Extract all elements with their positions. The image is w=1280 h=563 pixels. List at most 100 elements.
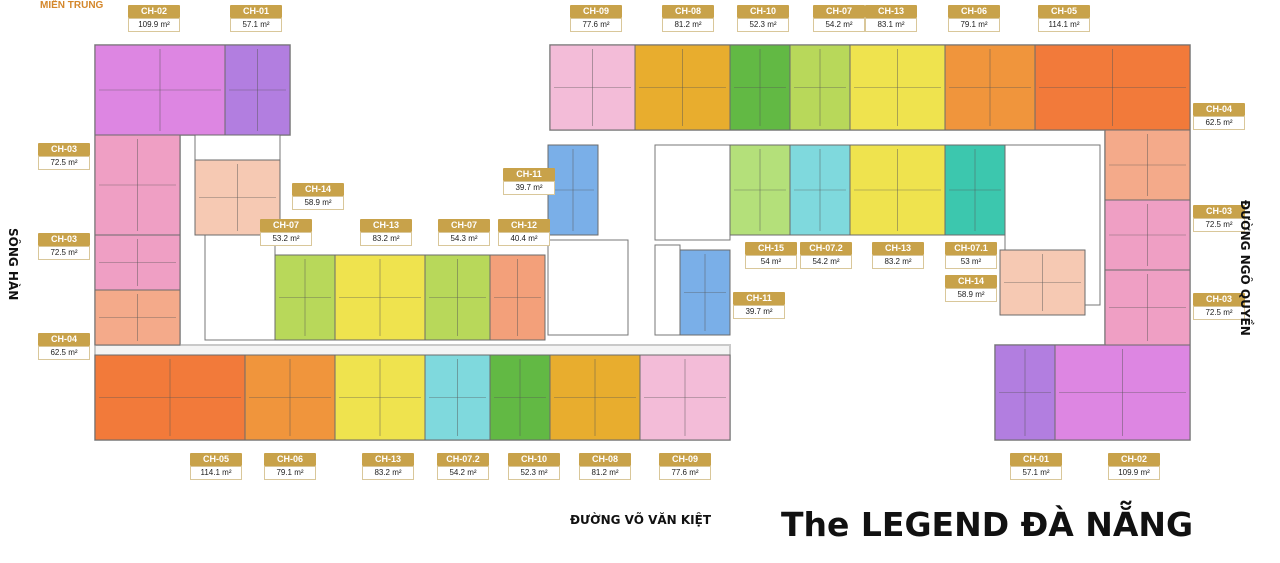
unit-area: 53 m² bbox=[945, 255, 997, 269]
unit-area: 81.2 m² bbox=[662, 18, 714, 32]
unit-code: CH-01 bbox=[230, 5, 282, 18]
unit-area: 114.1 m² bbox=[190, 466, 242, 480]
unit-ch-13 bbox=[334, 354, 426, 441]
unit-area: 52.3 m² bbox=[737, 18, 789, 32]
unit-ch-15 bbox=[729, 144, 791, 236]
street-label-left: SÔNG HÀN bbox=[6, 228, 20, 301]
unit-ch-03 bbox=[94, 134, 181, 236]
unit-ch-13 bbox=[849, 144, 946, 236]
unit-area: 77.6 m² bbox=[659, 466, 711, 480]
unit-ch-05 bbox=[1034, 44, 1191, 131]
unit-area: 52.3 m² bbox=[508, 466, 560, 480]
unit-ch-07 bbox=[274, 254, 336, 341]
unit-area: 54.2 m² bbox=[813, 18, 865, 32]
unit-code: CH-05 bbox=[1038, 5, 1090, 18]
unit-code: CH-02 bbox=[1108, 453, 1160, 466]
unit-ch-01 bbox=[224, 44, 291, 136]
unit-ch-03 bbox=[94, 234, 181, 291]
units-layer bbox=[94, 44, 1191, 441]
unit-code: CH-14 bbox=[945, 275, 997, 288]
unit-area: 53.2 m² bbox=[260, 232, 312, 246]
unit-code: CH-13 bbox=[360, 219, 412, 232]
unit-code: CH-08 bbox=[579, 453, 631, 466]
unit-code: CH-07.2 bbox=[800, 242, 852, 255]
unit-area: 54.2 m² bbox=[437, 466, 489, 480]
unit-area: 83.2 m² bbox=[362, 466, 414, 480]
unit-ch-09 bbox=[639, 354, 731, 441]
unit-ch-03 bbox=[1104, 199, 1191, 271]
unit-code: CH-07.1 bbox=[945, 242, 997, 255]
unit-code: CH-13 bbox=[362, 453, 414, 466]
unit-code: CH-06 bbox=[948, 5, 1000, 18]
unit-ch-04 bbox=[1104, 129, 1191, 201]
unit-code: CH-14 bbox=[292, 183, 344, 196]
unit-code: CH-01 bbox=[1010, 453, 1062, 466]
unit-area: 109.9 m² bbox=[1108, 466, 1160, 480]
unit-code: CH-13 bbox=[865, 5, 917, 18]
unit-ch-07-2 bbox=[424, 354, 491, 441]
unit-area: 54 m² bbox=[745, 255, 797, 269]
unit-area: 62.5 m² bbox=[1193, 116, 1245, 130]
unit-code: CH-08 bbox=[662, 5, 714, 18]
unit-area: 72.5 m² bbox=[1193, 306, 1245, 320]
unit-ch-07 bbox=[789, 44, 851, 131]
unit-area: 109.9 m² bbox=[128, 18, 180, 32]
street-label-right: ĐƯỜNG NGÔ QUYỀN bbox=[1238, 200, 1252, 336]
unit-code: CH-06 bbox=[264, 453, 316, 466]
unit-ch-02 bbox=[1054, 344, 1191, 441]
unit-area: 39.7 m² bbox=[733, 305, 785, 319]
unit-area: 79.1 m² bbox=[948, 18, 1000, 32]
unit-area: 72.5 m² bbox=[1193, 218, 1245, 232]
street-label-bottom: ĐƯỜNG VÕ VĂN KIỆT bbox=[570, 513, 712, 527]
unit-area: 83.2 m² bbox=[360, 232, 412, 246]
unit-ch-01 bbox=[994, 344, 1056, 441]
unit-area: 77.6 m² bbox=[570, 18, 622, 32]
unit-area: 39.7 m² bbox=[503, 181, 555, 195]
unit-area: 54.3 m² bbox=[438, 232, 490, 246]
unit-ch-13 bbox=[849, 44, 946, 131]
unit-ch-10 bbox=[489, 354, 551, 441]
unit-ch-04 bbox=[94, 289, 181, 346]
brand-text: MIỀN TRUNG bbox=[40, 0, 104, 11]
unit-code: CH-09 bbox=[570, 5, 622, 18]
unit-ch-08 bbox=[549, 354, 641, 441]
unit-ch-07-1 bbox=[944, 144, 1006, 236]
unit-code: CH-11 bbox=[733, 292, 785, 305]
unit-code: CH-07 bbox=[813, 5, 865, 18]
unit-area: 114.1 m² bbox=[1038, 18, 1090, 32]
unit-area: 57.1 m² bbox=[230, 18, 282, 32]
unit-ch-14 bbox=[999, 249, 1086, 316]
project-title: The LEGEND ĐÀ NẴNG bbox=[781, 505, 1194, 544]
unit-ch-06 bbox=[944, 44, 1036, 131]
unit-ch-06 bbox=[244, 354, 336, 441]
unit-area: 72.5 m² bbox=[38, 156, 90, 170]
unit-code: CH-12 bbox=[498, 219, 550, 232]
unit-area: 58.9 m² bbox=[945, 288, 997, 302]
unit-area: 62.5 m² bbox=[38, 346, 90, 360]
unit-code: CH-10 bbox=[508, 453, 560, 466]
unit-code: CH-07 bbox=[260, 219, 312, 232]
